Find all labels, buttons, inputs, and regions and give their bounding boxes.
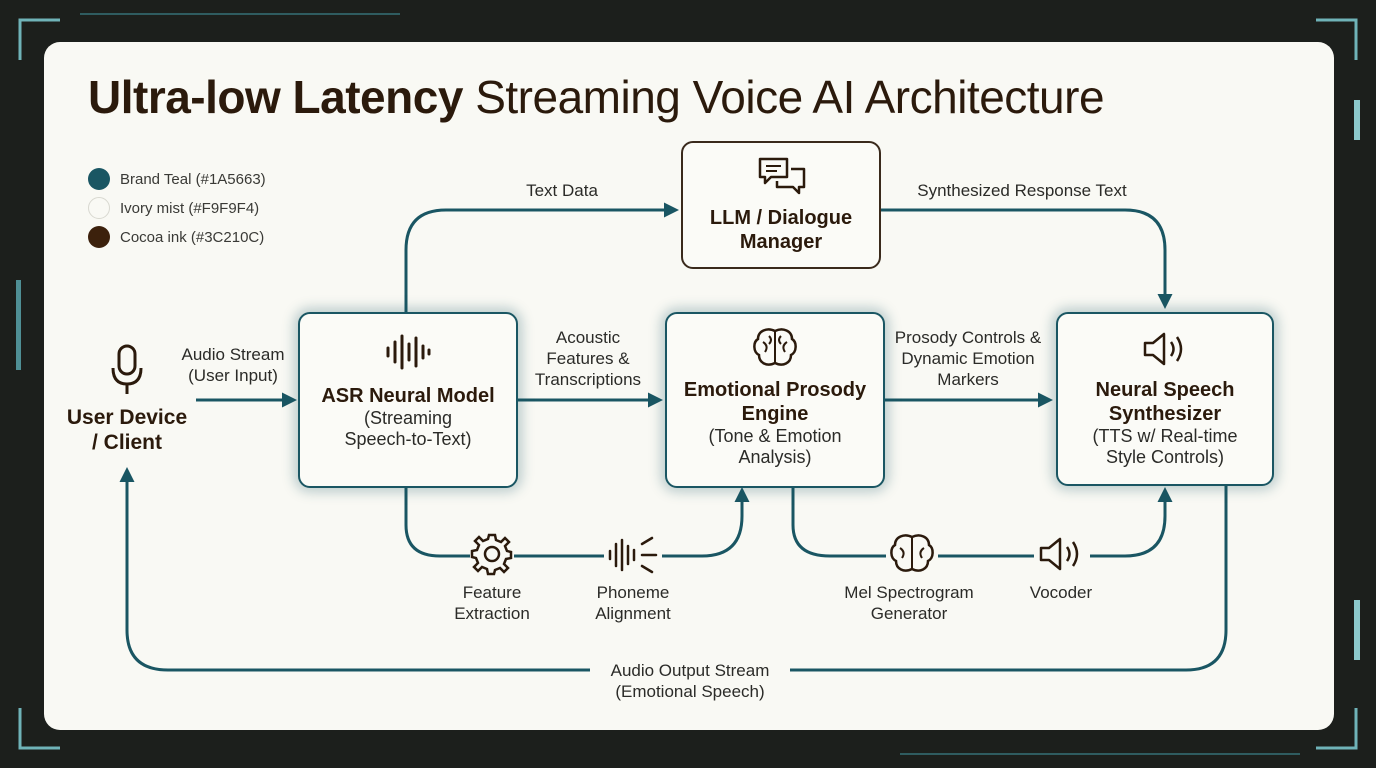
edge-output-right (790, 486, 1228, 672)
waveform-icon (386, 334, 431, 370)
edge-phoneme-prosody (662, 487, 750, 558)
prosody-title: Emotional Prosody Engine (683, 379, 867, 425)
substep-label-feature: Feature Extraction (454, 583, 530, 623)
legend-swatch-ivory (88, 197, 110, 219)
edge-vocoder-tts (1090, 487, 1173, 558)
asr-subtitle: (Streaming Speech-to-Text) (344, 408, 472, 449)
gear-icon (470, 533, 513, 576)
vocoder-speaker-icon (1039, 537, 1079, 571)
user-device-title: User Device / Client (66, 406, 188, 454)
edge-label-prosody-controls: Prosody Controls & Dynamic Emotion Marke… (894, 328, 1042, 389)
prosody-node: Emotional Prosody Engine (Tone & Emotion… (665, 312, 885, 488)
edge-output-left (119, 467, 590, 672)
edge-asr-sub (404, 486, 470, 558)
page-title: Ultra-low Latency Streaming Voice AI Arc… (88, 70, 1105, 124)
legend-swatch-cocoa (88, 226, 110, 248)
title-bold: Ultra-low Latency (88, 71, 463, 123)
llm-title: LLM / Dialogue Manager (709, 207, 853, 253)
prosody-subtitle: (Tone & Emotion Analysis) (708, 426, 842, 467)
tts-node: Neural Speech Synthesizer (TTS w/ Real-t… (1056, 312, 1274, 486)
legend-swatch-teal (88, 168, 110, 190)
edge-label-acoustic: Acoustic Features & Transcriptions (534, 328, 642, 389)
llm-node: LLM / Dialogue Manager (681, 141, 881, 269)
legend-label-teal: Brand Teal (#1A5663) (120, 170, 266, 188)
microphone-icon (111, 344, 143, 394)
asr-node: ASR Neural Model (Streaming Speech-to-Te… (298, 312, 518, 488)
edge-label-response-text: Synthesized Response Text (917, 181, 1127, 200)
edge-label-output: Audio Output Stream (Emotional Speech) (610, 661, 770, 701)
mel-brain-icon (890, 534, 934, 572)
chat-bubbles-icon (758, 157, 806, 195)
substep-label-vocoder: Vocoder (1029, 583, 1093, 602)
legend-item-teal: Brand Teal (#1A5663) (88, 167, 266, 191)
title-rest: Streaming Voice AI Architecture (475, 71, 1105, 123)
speaker-icon (1143, 332, 1183, 366)
edge-prosody-sub (791, 486, 886, 558)
edge-text-data (404, 202, 679, 312)
edge-label-text-data: Text Data (526, 181, 598, 200)
edge-label-audio-stream: Audio Stream (User Input) (181, 345, 285, 385)
legend-label-ivory: Ivory mist (#F9F9F4) (120, 199, 260, 217)
tts-subtitle: (TTS w/ Real-time Style Controls) (1092, 426, 1238, 467)
substep-label-mel: Mel Spectrogram Generator (844, 583, 974, 623)
brain-icon (753, 328, 797, 366)
phoneme-waveform-icon (608, 536, 658, 574)
asr-title: ASR Neural Model (321, 385, 495, 407)
substep-label-phoneme: Phoneme Alignment (595, 583, 671, 623)
legend-item-ivory: Ivory mist (#F9F9F4) (88, 196, 259, 220)
legend-item-cocoa: Cocoa ink (#3C210C) (88, 225, 264, 249)
edge-response-text (880, 208, 1173, 309)
legend-label-cocoa: Cocoa ink (#3C210C) (120, 228, 265, 246)
tts-title: Neural Speech Synthesizer (1095, 379, 1235, 425)
